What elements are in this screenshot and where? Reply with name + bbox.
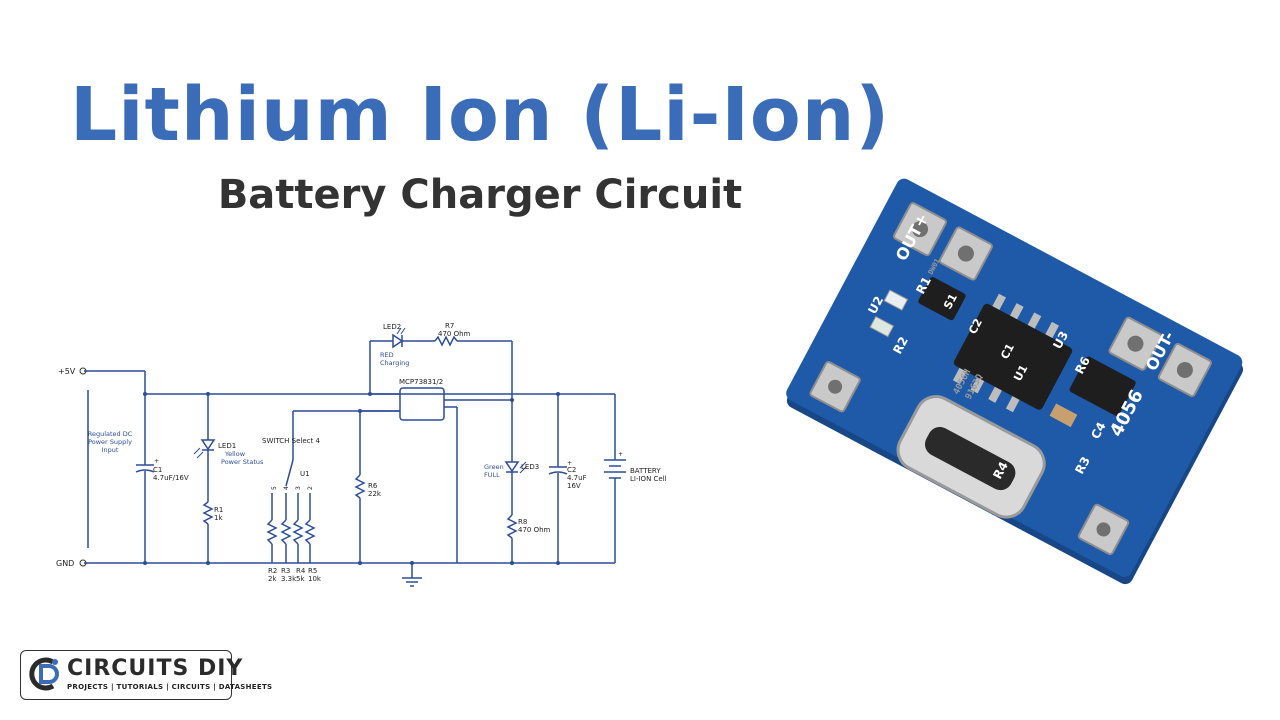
battery-type: LI-ION Cell bbox=[630, 475, 667, 483]
supply-label-1: Regulated DC bbox=[88, 430, 133, 438]
page-subtitle: Battery Charger Circuit bbox=[217, 172, 743, 218]
silk-plus: + bbox=[782, 480, 794, 496]
led1-label: LED1 bbox=[218, 442, 236, 450]
circuit-logo-icon bbox=[29, 657, 59, 691]
silk-bplus: B+ bbox=[1021, 205, 1054, 235]
vplus-label: +5V bbox=[58, 367, 76, 376]
silk-m: M bbox=[953, 158, 979, 185]
led2-desc: Charging bbox=[380, 359, 409, 367]
supply-label-3: Input bbox=[102, 446, 119, 454]
r8-value: 470 Ohm bbox=[518, 526, 551, 534]
silk-r8: R8 bbox=[780, 459, 801, 481]
u1-label: U1 bbox=[300, 470, 310, 478]
supply-label-2: Power Supply bbox=[88, 438, 132, 446]
switch-pin-5: 5 bbox=[271, 486, 278, 490]
gnd-label: GND bbox=[56, 559, 74, 568]
r2-label: R2 bbox=[268, 567, 277, 575]
logo-tagline: PROJECTS | TUTORIALS | CIRCUITS | DATASH… bbox=[67, 683, 273, 691]
led3-label: LED3 bbox=[521, 463, 539, 471]
switch-pin-2: 2 bbox=[307, 486, 314, 490]
r1-value: 1k bbox=[214, 514, 223, 522]
ic-label: MCP73831/2 bbox=[399, 378, 443, 386]
r3-label: R3 bbox=[281, 567, 290, 575]
led1-desc: Power Status bbox=[221, 458, 264, 466]
silk-minus: - bbox=[994, 549, 1011, 562]
switch-pin-3: 3 bbox=[295, 486, 302, 490]
c2-voltage: 16V bbox=[567, 482, 581, 490]
c1-value: 4.7uF/16V bbox=[153, 474, 189, 482]
r6-value: 22k bbox=[368, 490, 382, 498]
r8-label: R8 bbox=[518, 518, 527, 526]
led2-label: LED2 bbox=[383, 323, 401, 331]
r4-value: 5k bbox=[296, 575, 305, 583]
tp4056-module-image: M B+ B- OUT+ OUT- 4056 R1 R2 R3 R4 R6 R8… bbox=[780, 158, 1244, 585]
c1-polarity: + bbox=[154, 458, 159, 465]
r5-label: R5 bbox=[308, 567, 317, 575]
c2-label: C2 bbox=[567, 466, 576, 474]
page-title: Lithium Ion (Li-Ion) bbox=[70, 72, 891, 158]
battery-label: BATTERY bbox=[630, 467, 661, 475]
circuits-diy-logo: CIRCUITS DIY PROJECTS | TUTORIALS | CIRC… bbox=[20, 650, 272, 700]
led2-color: RED bbox=[380, 351, 394, 359]
r4-label: R4 bbox=[296, 567, 306, 575]
led3-color: Green bbox=[484, 463, 504, 471]
c1-label: C1 bbox=[153, 466, 162, 474]
charger-schematic: +5V GND Regulated DC Power Supply Input … bbox=[56, 322, 667, 587]
switch-pin-4: 4 bbox=[283, 486, 290, 490]
r6-label: R6 bbox=[368, 482, 378, 490]
c2-polarity: + bbox=[567, 460, 572, 467]
battery-polarity: + bbox=[618, 451, 623, 458]
led1-color: Yellow bbox=[224, 450, 246, 458]
c2-value: 4.7uF bbox=[567, 474, 587, 482]
r7-label: R7 bbox=[445, 322, 454, 330]
r2-value: 2k bbox=[268, 575, 277, 583]
silk-s1: S1 bbox=[941, 292, 960, 312]
r7-value: 470 Ohm bbox=[438, 330, 471, 338]
r5-value: 10k bbox=[308, 575, 322, 583]
logo-name: CIRCUITS DIY bbox=[67, 656, 244, 681]
r3-value: 3.3k bbox=[281, 575, 297, 583]
switch-label: SWITCH Select 4 bbox=[262, 437, 320, 445]
led3-desc: FULL bbox=[484, 471, 500, 479]
r1-label: R1 bbox=[214, 506, 223, 514]
silk-bminus: B- bbox=[1093, 249, 1120, 276]
